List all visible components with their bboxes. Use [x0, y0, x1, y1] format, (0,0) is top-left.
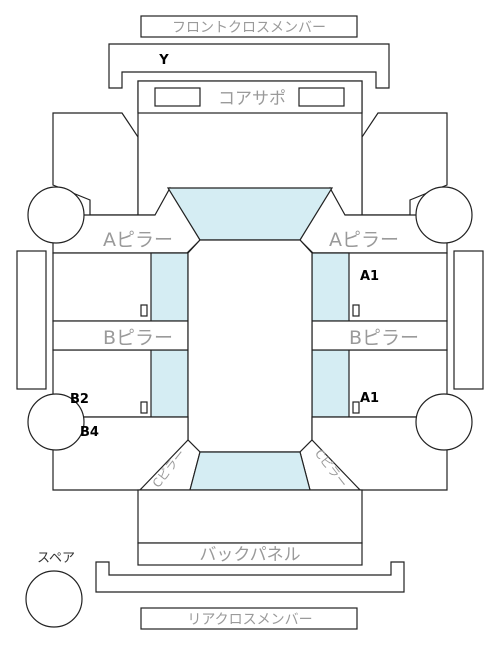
- rear-window-right[interactable]: [311, 349, 350, 418]
- door-handle-front-left: [140, 304, 148, 317]
- rear-cross-member-box[interactable]: [140, 607, 358, 630]
- headlight-right: [298, 87, 345, 107]
- spare-tire[interactable]: [25, 570, 83, 628]
- front-window-right[interactable]: [311, 252, 350, 322]
- front-window-left[interactable]: [150, 252, 189, 322]
- rear-wheel-right[interactable]: [415, 393, 473, 451]
- door-handle-rear-left: [140, 401, 148, 414]
- rear-window-left[interactable]: [150, 349, 189, 418]
- b-pillar-left[interactable]: [52, 320, 189, 351]
- front-wheel-left[interactable]: [27, 186, 85, 244]
- b-pillar-left-label: Bピラー: [103, 327, 173, 349]
- rocker-right[interactable]: [453, 250, 484, 390]
- door-handle-front-right: [352, 304, 360, 317]
- rear-wheel-left[interactable]: [27, 393, 85, 451]
- rear-cross-member-label: リアクロスメンバー: [187, 612, 312, 628]
- front-bumper-mark: Y: [158, 53, 169, 68]
- mark-right-rear-door: A1: [360, 391, 379, 406]
- b-pillar-right[interactable]: [311, 320, 448, 351]
- headlight-left: [154, 87, 201, 107]
- a-pillar-left-label: Aピラー: [103, 229, 173, 251]
- back-panel[interactable]: [137, 542, 363, 566]
- rear-bumper[interactable]: [95, 561, 405, 593]
- rocker-left[interactable]: [16, 250, 47, 390]
- front-wheel-right[interactable]: [415, 186, 473, 244]
- trunk[interactable]: [137, 489, 363, 544]
- back-panel-label: バックパネル: [199, 545, 300, 565]
- mark-right-front-door: A1: [360, 269, 379, 284]
- rear-window[interactable]: [189, 451, 311, 491]
- front-cross-member-label: フロントクロスメンバー: [172, 20, 326, 36]
- front-cross-member-box[interactable]: [140, 15, 358, 38]
- front-bumper[interactable]: [108, 43, 390, 89]
- spare-label: スペア: [37, 551, 75, 566]
- mark-left-rear-top: B2: [70, 392, 89, 407]
- door-handle-rear-right: [352, 401, 360, 414]
- roof[interactable]: [187, 239, 313, 453]
- a-pillar-right-label: Aピラー: [329, 229, 399, 251]
- b-pillar-right-label: Bピラー: [349, 327, 419, 349]
- mark-left-rear-bottom: B4: [80, 425, 99, 440]
- core-support-label: コアサポ: [218, 89, 286, 109]
